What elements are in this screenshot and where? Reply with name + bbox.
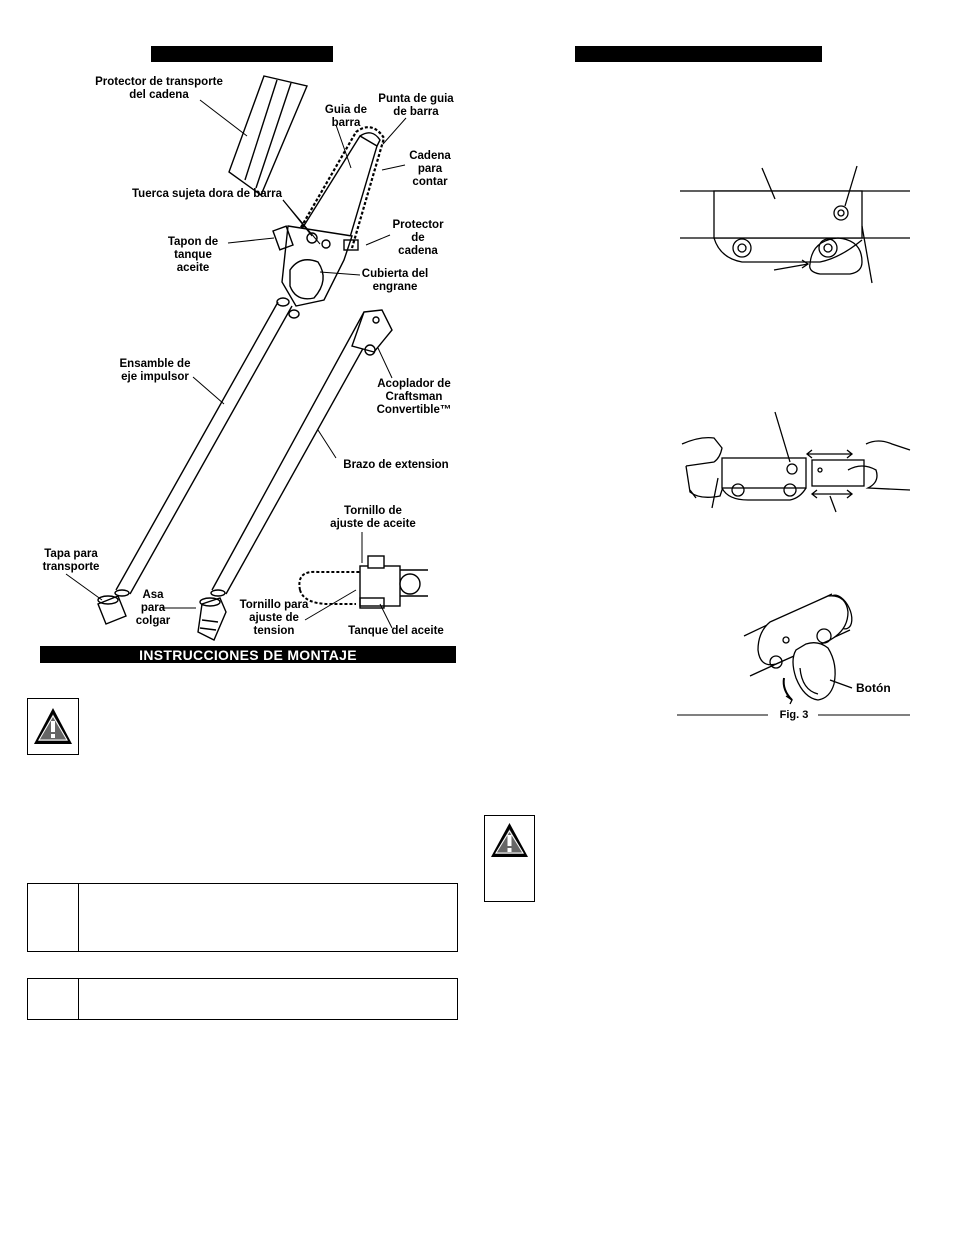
label-drive-shaft-assembly: Ensamble de eje impulsor — [119, 358, 191, 383]
chain-drawing — [295, 126, 386, 249]
fig2-insertion-drawing — [681, 411, 911, 513]
left-header-bar — [151, 46, 333, 62]
label-chain-transport-protector: Protector de transporte del cadena — [95, 76, 223, 101]
label-craftsman-coupler: Acoplador de Craftsman Convertible™ — [376, 378, 452, 416]
label-gear-cover: Cubierta del engrane — [361, 268, 429, 293]
label-guide-bar: Guia de barra — [324, 104, 368, 129]
label-oil-tank: Tanque del aceite — [348, 625, 444, 637]
warning-box-right — [484, 815, 535, 902]
fig3-button-label: Botón — [856, 681, 891, 695]
warning-triangle-icon — [34, 708, 72, 744]
fig3-knob-drawing — [677, 593, 910, 716]
label-bar-nut: Tuerca sujeta dora de barra — [132, 188, 282, 200]
chain-transport-protector-drawing — [228, 75, 308, 197]
section-title: INSTRUCCIONES DE MONTAJE — [139, 646, 357, 663]
step-box-1 — [27, 883, 458, 952]
step-box-1-divider — [78, 884, 79, 951]
label-hanging-handle: Asa para colgar — [135, 589, 171, 627]
hanging-handle-drawing — [197, 597, 227, 641]
label-extension-arm: Brazo de extension — [343, 459, 449, 471]
transport-cap-drawing — [97, 595, 127, 625]
section-title-bar: INSTRUCCIONES DE MONTAJE — [40, 646, 456, 663]
fig1-coupler-drawing — [680, 165, 910, 284]
step-box-2-divider — [78, 979, 79, 1019]
drive-shaft-drawing — [114, 297, 300, 597]
fig3-caption: Fig. 3 — [779, 709, 809, 721]
right-header-bar — [575, 46, 822, 62]
warning-box-left — [27, 698, 79, 755]
head-housing-drawing — [272, 225, 359, 307]
leader-lines — [65, 99, 407, 629]
label-oil-adjust-screw: Tornillo de ajuste de aceite — [330, 505, 416, 530]
label-transport-cap: Tapa para transporte — [42, 548, 100, 573]
warning-triangle-icon — [491, 823, 528, 857]
label-oil-tank-cap: Tapon de tanque aceite — [167, 236, 219, 274]
oil-tank-detail-drawing — [298, 555, 428, 609]
label-tension-screw: Tornillo para ajuste de tension — [239, 599, 309, 637]
step-box-2 — [27, 978, 458, 1020]
label-guide-bar-tip: Punta de guia de barra — [378, 93, 454, 118]
label-chain: Cadena para contar — [409, 150, 451, 188]
extension-arm-drawing — [210, 309, 393, 597]
label-chain-protector: Protector de cadena — [392, 219, 444, 257]
